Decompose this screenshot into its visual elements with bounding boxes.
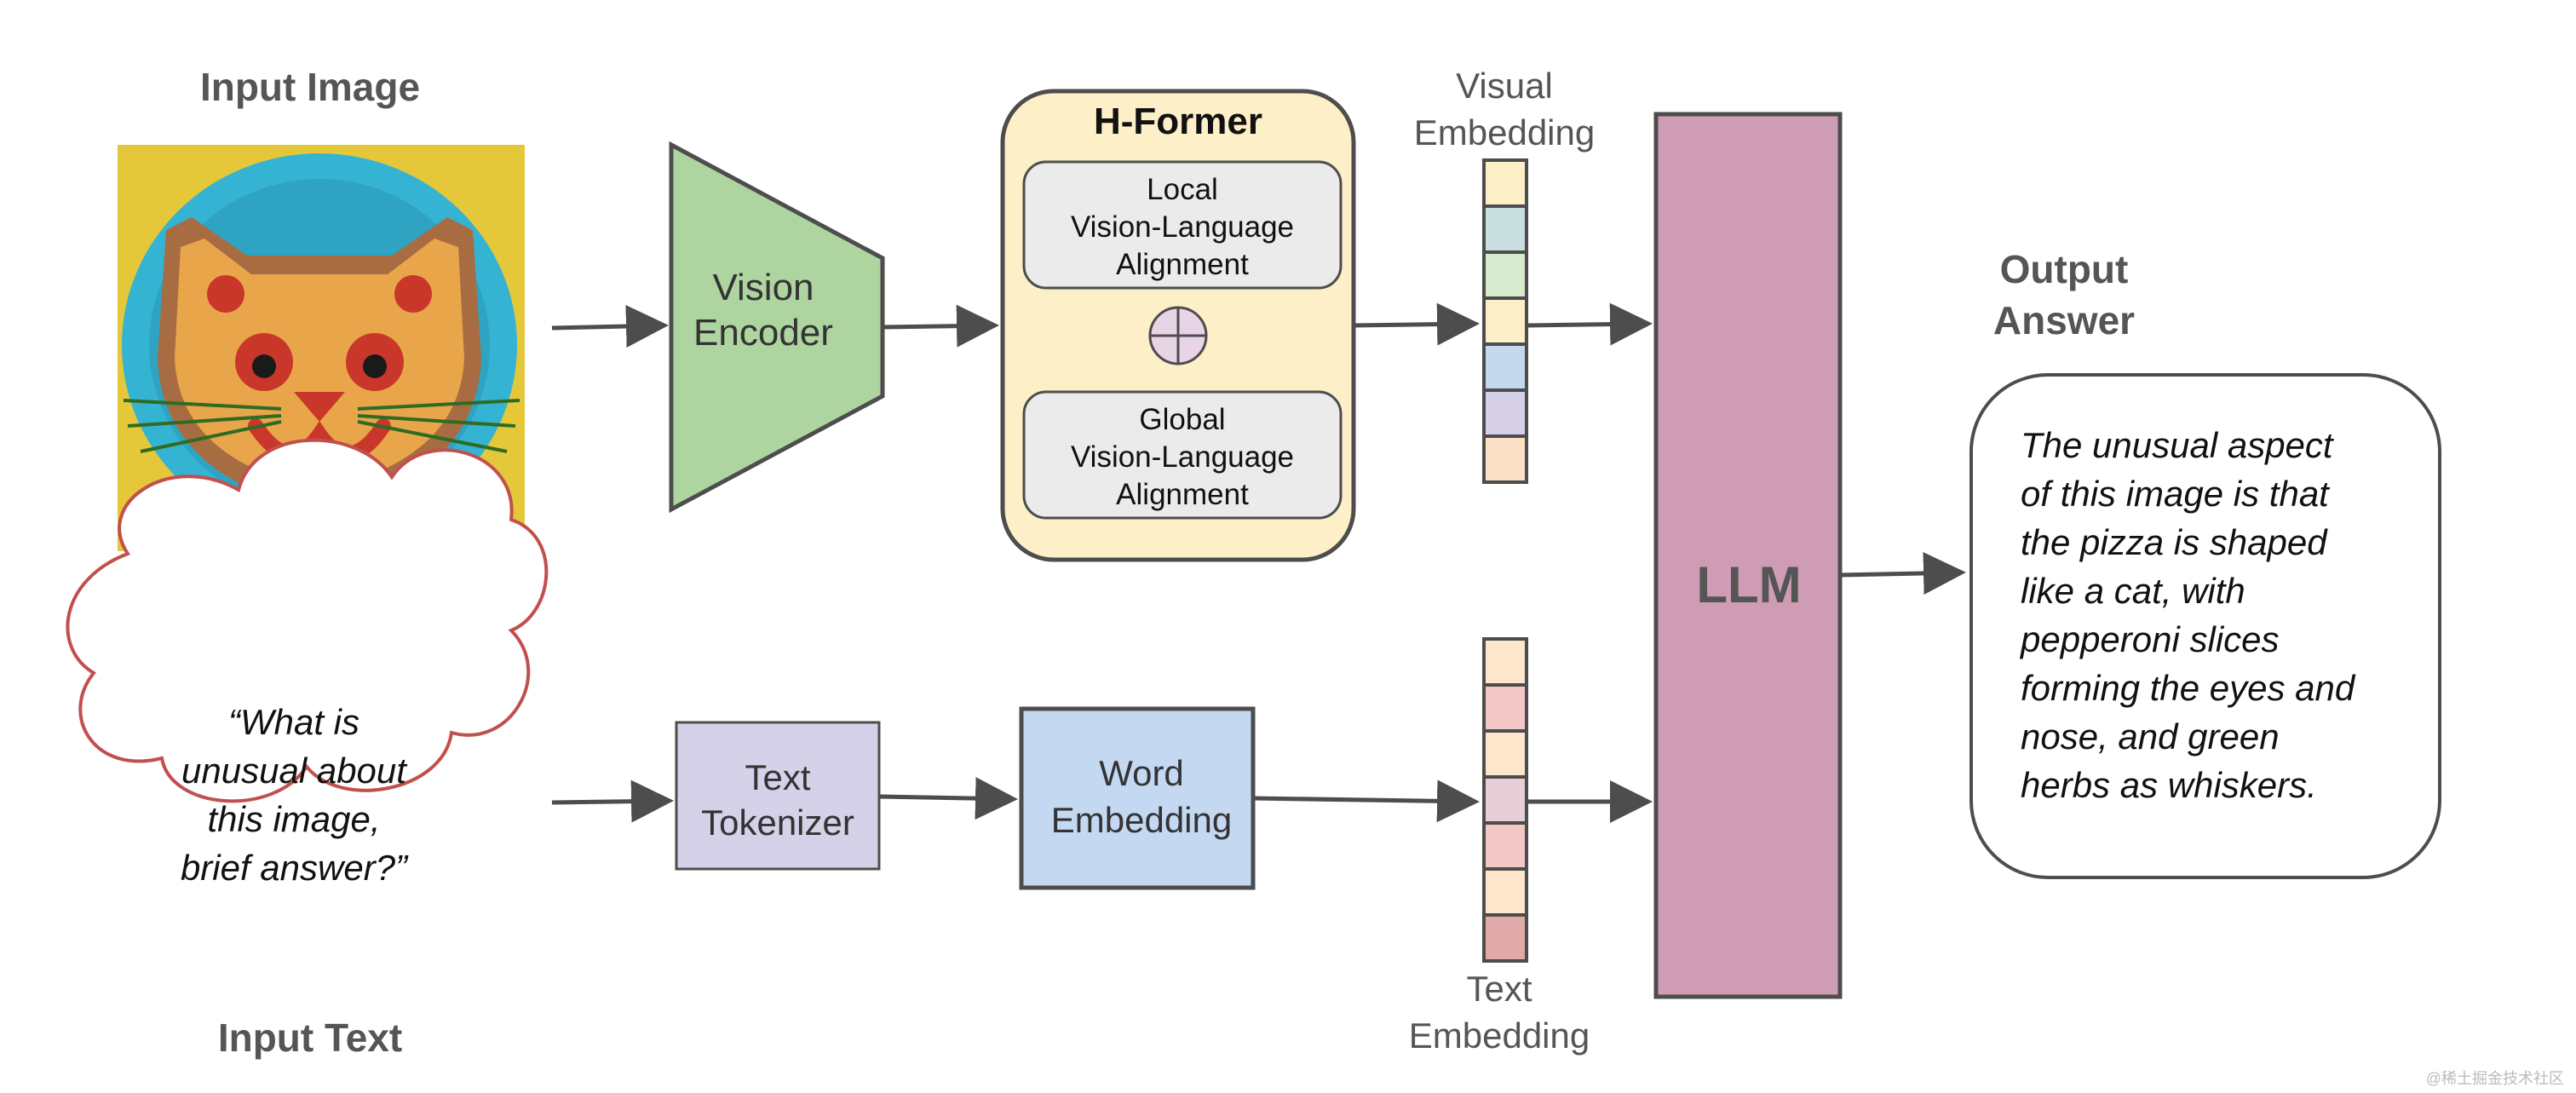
text-embedding-cell xyxy=(1482,821,1528,871)
text-embedding-label-line1: Text xyxy=(1466,969,1532,1009)
local-alignment-line3: Alignment xyxy=(1116,248,1249,281)
global-alignment-box xyxy=(1022,390,1343,520)
ear-pepperoni-right xyxy=(394,275,432,313)
watermark: @稀土掘金技术社区 xyxy=(2426,1070,2564,1087)
input-text-line: unusual about xyxy=(181,751,408,791)
arrow-text-to-tokenizer xyxy=(551,779,674,823)
word-embedding-line2: Embedding xyxy=(1051,800,1232,840)
text-embedding-cell xyxy=(1482,867,1528,917)
local-alignment-line1: Local xyxy=(1147,173,1218,206)
arrow-llm-to-output xyxy=(1839,551,1966,595)
input-text-line: “What is xyxy=(228,702,359,742)
text-embedding-cell xyxy=(1482,729,1528,779)
text-tokenizer-line2: Tokenizer xyxy=(701,802,854,843)
visual-embedding-cell xyxy=(1482,250,1528,300)
visual-embedding-cell xyxy=(1482,434,1528,484)
text-tokenizer-line1: Text xyxy=(745,757,810,797)
text-embedding-vector xyxy=(1482,637,1528,963)
visual-embedding-cell xyxy=(1482,296,1528,346)
output-answer-line: nose, and green xyxy=(2021,716,2280,756)
output-answer-box xyxy=(1969,373,2441,879)
input-text-question: “What is unusual about this image, brief an… xyxy=(181,702,409,888)
output-answer-line: pepperoni slices xyxy=(2019,619,2280,659)
arrow-tokenizer-to-word-embedding xyxy=(878,777,1018,820)
arrow-hformer-to-visual-embedding xyxy=(1353,302,1480,346)
ear-pepperoni-left xyxy=(207,275,244,313)
global-alignment-line3: Alignment xyxy=(1116,478,1249,511)
input-text-cloud xyxy=(66,438,549,803)
arrow-word-embedding-to-text-embedding xyxy=(1252,779,1480,823)
nose-pepperoni xyxy=(294,392,345,422)
local-alignment-line2: Vision-Language xyxy=(1071,210,1294,244)
global-alignment-line2: Vision-Language xyxy=(1071,440,1294,474)
text-tokenizer-block xyxy=(675,721,881,871)
visual-embedding-cell xyxy=(1482,342,1528,392)
input-image-title: Input Image xyxy=(200,65,420,109)
input-text-line: this image, xyxy=(207,799,380,839)
output-answer-text: The unusual aspect of this image is that t… xyxy=(2019,425,2356,805)
output-answer-line: the pizza is shaped xyxy=(2021,522,2328,562)
output-answer-line: of this image is that xyxy=(2021,474,2331,514)
visual-embedding-cell xyxy=(1482,388,1528,438)
visual-embedding-label-line2: Embedding xyxy=(1414,112,1595,152)
text-embedding-cell xyxy=(1482,683,1528,733)
visual-embedding-cell xyxy=(1482,158,1528,208)
global-alignment-line1: Global xyxy=(1139,403,1225,436)
output-answer-line: The unusual aspect xyxy=(2021,425,2335,465)
text-embedding-cell xyxy=(1482,913,1528,963)
eye-olive-left xyxy=(252,354,276,378)
output-answer-line: herbs as whiskers. xyxy=(2021,765,2317,805)
word-embedding-block xyxy=(1019,706,1256,890)
visual-embedding-label-line1: Visual xyxy=(1456,66,1553,106)
output-title-line1: Output xyxy=(2000,247,2129,291)
text-embedding-cell xyxy=(1482,775,1528,825)
vision-encoder-block xyxy=(669,141,885,514)
vision-encoder-label-line2: Encoder xyxy=(693,312,833,354)
visual-embedding-vector xyxy=(1482,158,1528,484)
text-embedding-label-line2: Embedding xyxy=(1409,1015,1590,1056)
input-text-line: brief answer?” xyxy=(181,848,409,888)
word-embedding-line1: Word xyxy=(1099,753,1184,793)
input-text-title: Input Text xyxy=(218,1015,402,1060)
eye-olive-right xyxy=(363,354,387,378)
output-answer-line: forming the eyes and xyxy=(2021,668,2356,708)
oplus-icon xyxy=(1148,306,1208,365)
arrow-encoder-to-hformer xyxy=(882,304,999,348)
llm-block xyxy=(1653,112,1843,999)
chive-whiskers xyxy=(123,399,520,453)
visual-embedding-cell xyxy=(1482,204,1528,254)
arrow-visual-embedding-to-llm xyxy=(1526,302,1653,346)
vision-encoder-label-line1: Vision xyxy=(712,267,814,308)
arrow-image-to-encoder xyxy=(551,305,669,348)
local-alignment-box xyxy=(1022,160,1343,290)
text-embedding-cell xyxy=(1482,637,1528,687)
output-answer-line: like a cat, with xyxy=(2021,571,2245,611)
output-title-line2: Answer xyxy=(1993,298,2135,342)
llm-label: LLM xyxy=(1696,556,1801,613)
input-image xyxy=(118,145,525,551)
hformer-title: H-Former xyxy=(1094,101,1262,142)
